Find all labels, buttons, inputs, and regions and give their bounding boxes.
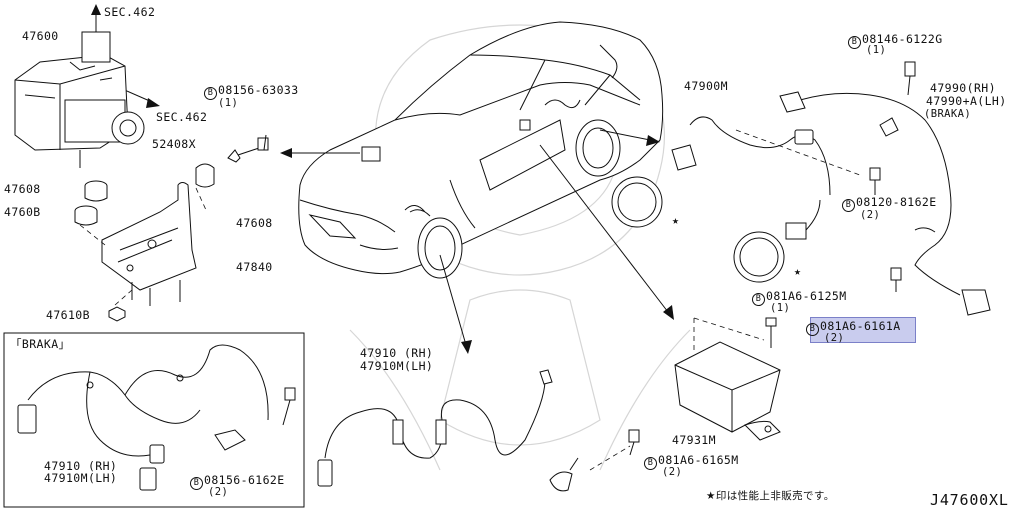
part-47990-rh-label[interactable]: 47990(RH) bbox=[930, 81, 996, 95]
braka-box-title: 「BRAKA」 bbox=[10, 337, 71, 351]
diagram-code: J47600XL bbox=[930, 491, 1009, 509]
braka-box-frame bbox=[3, 332, 305, 508]
footnote-not-sold: ★印は性能上非販売です。 bbox=[706, 490, 835, 502]
bolt-marker-icon: B bbox=[644, 457, 657, 470]
highlighted-part-callout[interactable] bbox=[810, 317, 916, 343]
part-52408x-label[interactable]: 52408X bbox=[152, 137, 196, 151]
rear-wheel-sensor-left bbox=[671, 116, 831, 240]
leader-arrows bbox=[91, 4, 674, 354]
bolt-08146-6122g-qty: (1) bbox=[866, 44, 887, 56]
part-47910m-lh-label[interactable]: 47910M(LH) bbox=[360, 359, 434, 373]
braka-right-label: (BRAKA) bbox=[924, 108, 972, 120]
mount-bushings bbox=[74, 134, 269, 226]
bolt-08156-6162e-qty: (2) bbox=[208, 486, 229, 498]
car-body bbox=[298, 21, 664, 279]
box-part-47910m-lh-label[interactable]: 47910M(LH) bbox=[44, 471, 118, 485]
bolt-marker-icon: B bbox=[842, 199, 855, 212]
part-47900m-label[interactable]: 47900M bbox=[684, 79, 728, 93]
part-4760B-label[interactable]: 4760B bbox=[4, 205, 41, 219]
star-marker-b: ★ bbox=[794, 264, 802, 278]
part-47608-label-b[interactable]: 47608 bbox=[236, 216, 273, 230]
part-47840-label[interactable]: 47840 bbox=[236, 260, 273, 274]
ref-sec462-top[interactable]: SEC.462 bbox=[104, 5, 156, 19]
abs-actuator-unit bbox=[14, 31, 145, 168]
control-module bbox=[674, 317, 781, 441]
part-47608-label-a[interactable]: 47608 bbox=[4, 182, 41, 196]
bolt-marker-icon: B bbox=[848, 36, 861, 49]
sensor-rotor-rings bbox=[611, 176, 785, 283]
part-47931m-label[interactable]: 47931M bbox=[672, 433, 716, 447]
rear-wheel-sensor-right bbox=[735, 61, 991, 316]
bolt-marker-icon: B bbox=[204, 87, 217, 100]
bolt-marker-icon: B bbox=[806, 323, 819, 336]
bolt-081a6-6165m-qty: (2) bbox=[662, 466, 683, 478]
bolt-marker-icon: B bbox=[190, 477, 203, 490]
bolt-081a6-6161a-qty: (2) bbox=[824, 332, 845, 344]
star-marker-a: ★ bbox=[672, 213, 680, 227]
bolt-marker-icon: B bbox=[752, 293, 765, 306]
front-wheel-sensor bbox=[317, 369, 640, 492]
braka-sensor-harness bbox=[17, 344, 296, 491]
ref-sec462-right[interactable]: SEC.462 bbox=[156, 110, 208, 124]
part-47610b-label[interactable]: 47610B bbox=[46, 308, 90, 322]
box-part-47910-rh-label[interactable]: 47910 (RH) bbox=[44, 459, 118, 473]
actuator-bracket bbox=[79, 182, 207, 322]
bolt-081a6-6125m-qty: (1) bbox=[770, 302, 791, 314]
bolt-08120-8162e-qty: (2) bbox=[860, 209, 881, 221]
part-47910-rh-label[interactable]: 47910 (RH) bbox=[360, 346, 434, 360]
bolt-08156-63033-qty: (1) bbox=[218, 97, 239, 109]
part-47990a-lh-label[interactable]: 47990+A(LH) bbox=[926, 94, 1007, 108]
part-47600-label[interactable]: 47600 bbox=[22, 29, 59, 43]
